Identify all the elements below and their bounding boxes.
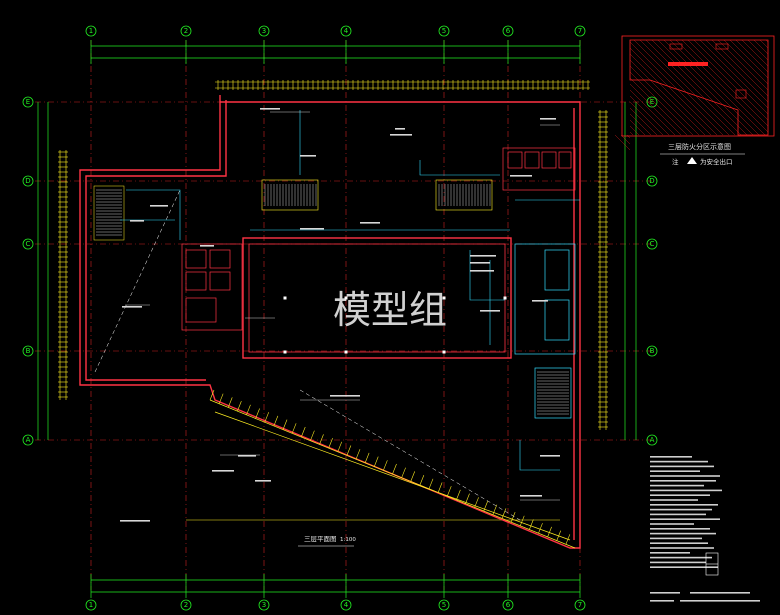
svg-text:2: 2 bbox=[184, 27, 188, 35]
axis-bubble-col-2: 2 bbox=[180, 25, 192, 37]
svg-text:4: 4 bbox=[344, 27, 349, 35]
svg-text:7: 7 bbox=[578, 27, 582, 35]
svg-text:C: C bbox=[26, 240, 31, 248]
axis-bubble-col-7: 7 bbox=[574, 25, 586, 37]
svg-text:5: 5 bbox=[442, 601, 446, 609]
dimension-ticks bbox=[58, 80, 608, 428]
drawing-title-block: 三层平面图 1:100 bbox=[298, 535, 356, 547]
west-toilets bbox=[181, 243, 243, 331]
axis-bubble-row-E: E bbox=[22, 96, 34, 108]
key-plan-legend: 注 为安全出口 bbox=[672, 157, 733, 166]
key-plan-title: 三层防火分区示意图 bbox=[668, 142, 731, 151]
axis-bubble-row-C-right: C bbox=[646, 238, 658, 250]
dimension-lines-green bbox=[37, 40, 637, 598]
axis-bubble-col-4-bottom: 4 bbox=[340, 599, 352, 611]
dashed-diagonals bbox=[94, 189, 521, 521]
axis-bubble-col-1-bottom: 1 bbox=[85, 599, 97, 611]
east-core bbox=[514, 243, 576, 419]
building-outline bbox=[79, 95, 581, 549]
svg-text:4: 4 bbox=[344, 601, 349, 609]
axis-bubble-col-1: 1 bbox=[85, 25, 97, 37]
legend-text: 为安全出口 bbox=[700, 157, 733, 166]
north-stairs bbox=[261, 179, 493, 211]
axis-bubble-col-4: 4 bbox=[340, 25, 352, 37]
drawing-scale: 1:100 bbox=[340, 537, 356, 543]
svg-text:C: C bbox=[650, 240, 655, 248]
watermark-text: 模型组 bbox=[333, 288, 447, 332]
svg-text:6: 6 bbox=[506, 27, 511, 35]
svg-text:E: E bbox=[650, 98, 654, 106]
axis-bubble-col-6: 6 bbox=[502, 25, 514, 37]
exit-triangle-icon bbox=[687, 157, 697, 164]
svg-text:A: A bbox=[26, 436, 31, 444]
north-stair-treads bbox=[264, 184, 491, 206]
axis-bubble-row-C: C bbox=[22, 238, 34, 250]
axis-bubble-row-E-right: E bbox=[646, 96, 658, 108]
svg-text:7: 7 bbox=[578, 601, 582, 609]
svg-text:1: 1 bbox=[89, 27, 93, 35]
svg-text:5: 5 bbox=[442, 27, 446, 35]
svg-text:6: 6 bbox=[506, 601, 511, 609]
row-axis-bubbles-right: E D C B A bbox=[646, 96, 658, 446]
axis-bubble-col-5: 5 bbox=[438, 25, 450, 37]
row-axis-bubbles-left: E D C B A bbox=[22, 96, 34, 446]
svg-text:3: 3 bbox=[262, 601, 266, 609]
svg-text:B: B bbox=[650, 347, 655, 355]
svg-text:A: A bbox=[650, 436, 655, 444]
west-stair-treads bbox=[96, 189, 122, 236]
axis-bubble-col-2-bottom: 2 bbox=[180, 599, 192, 611]
east-toilets bbox=[502, 147, 576, 191]
axis-bubble-row-A-right: A bbox=[646, 434, 658, 446]
axis-bubble-row-A: A bbox=[22, 434, 34, 446]
west-stair bbox=[93, 185, 125, 241]
axis-bubble-row-B: B bbox=[22, 345, 34, 357]
yellow-dimension-strips bbox=[59, 81, 607, 521]
axis-bubble-row-D-right: D bbox=[646, 175, 658, 187]
drawing-title: 三层平面图 bbox=[304, 535, 337, 543]
svg-text:1: 1 bbox=[89, 601, 93, 609]
axis-bubble-col-3: 3 bbox=[258, 25, 270, 37]
axis-bubble-col-5-bottom: 5 bbox=[438, 599, 450, 611]
svg-text:D: D bbox=[25, 177, 30, 185]
east-stair-treads bbox=[537, 371, 569, 415]
axis-bubble-col-6-bottom: 6 bbox=[502, 599, 514, 611]
svg-text:3: 3 bbox=[262, 27, 266, 35]
pipe-network bbox=[120, 110, 580, 471]
axis-bubble-row-D: D bbox=[22, 175, 34, 187]
key-plan bbox=[614, 35, 775, 151]
axis-bubble-col-7-bottom: 7 bbox=[574, 599, 586, 611]
svg-text:B: B bbox=[26, 347, 31, 355]
svg-text:E: E bbox=[26, 98, 30, 106]
cad-label-clutter bbox=[120, 108, 560, 522]
column-axis-bubbles-top: 1 2 3 4 5 6 7 bbox=[85, 25, 586, 37]
structural-columns bbox=[283, 296, 507, 354]
wedge-ticks bbox=[209, 389, 571, 545]
svg-text:2: 2 bbox=[184, 601, 188, 609]
legend-prefix: 注 bbox=[672, 157, 679, 166]
design-notes-column bbox=[650, 456, 760, 602]
column-axis-bubbles-bottom: 1 2 3 4 5 6 7 bbox=[85, 599, 586, 611]
section-symbol bbox=[705, 552, 719, 576]
svg-text:D: D bbox=[649, 177, 654, 185]
axis-bubble-col-3-bottom: 3 bbox=[258, 599, 270, 611]
axis-bubble-row-B-right: B bbox=[646, 345, 658, 357]
